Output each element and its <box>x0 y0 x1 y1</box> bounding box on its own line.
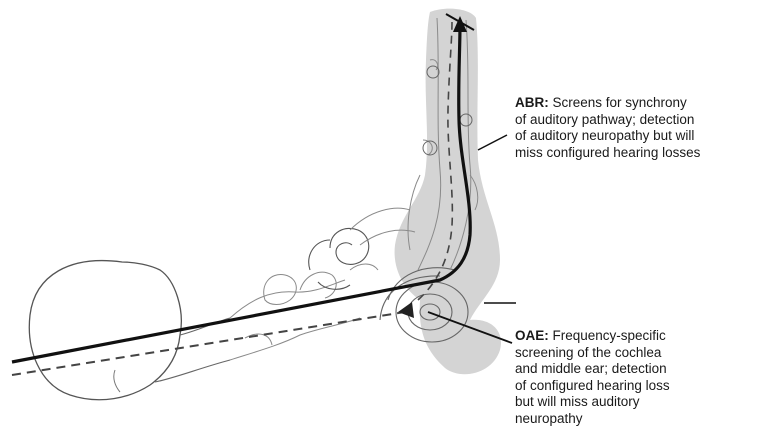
head-detail <box>114 370 120 392</box>
abr-text-4: miss configured hearing losses <box>515 145 700 162</box>
head-outline <box>29 261 181 400</box>
oae-label: OAE: Frequency-specific screening of the… <box>515 328 670 427</box>
oae-text-6: neuropathy <box>515 411 670 428</box>
oae-dashed-path <box>12 312 405 375</box>
abr-label: ABR: Screens for synchrony of auditory p… <box>515 95 700 161</box>
oae-text-4: of configured hearing loss <box>515 378 670 395</box>
abr-line-1: ABR: Screens for synchrony <box>515 95 700 112</box>
abr-text-3: of auditory neuropathy but will <box>515 128 700 145</box>
middle-ear-sketch <box>230 264 378 360</box>
oae-text-3: and middle ear; detection <box>515 361 670 378</box>
oae-text-1: Frequency-specific <box>549 328 666 343</box>
abr-text-1: Screens for synchrony <box>549 95 687 110</box>
oae-text-5: but will miss auditory <box>515 394 670 411</box>
oae-line-1: OAE: Frequency-specific <box>515 328 670 345</box>
oae-term: OAE: <box>515 328 549 343</box>
abr-text-2: of auditory pathway; detection <box>515 112 700 129</box>
oae-arrowhead <box>398 302 414 318</box>
oae-text-2: screening of the cochlea <box>515 345 670 362</box>
abr-leader-line <box>478 135 507 150</box>
abr-term: ABR: <box>515 95 549 110</box>
cochlea-sketch <box>309 228 369 289</box>
